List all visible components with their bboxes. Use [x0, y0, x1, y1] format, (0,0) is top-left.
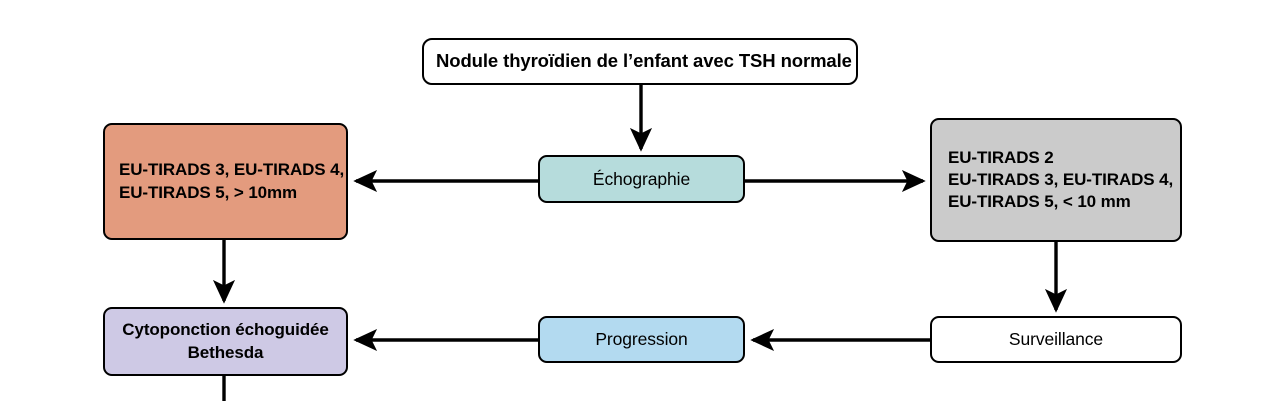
node-surveillance-label: Surveillance	[1008, 329, 1104, 350]
node-low-risk-line-3: EU-TIRADS 5, < 10 mm	[948, 192, 1131, 212]
node-cytoponction[interactable]: Cytoponction échoguidée Bethesda	[103, 307, 348, 376]
node-progression[interactable]: Progression	[538, 316, 745, 363]
node-low-risk[interactable]: EU-TIRADS 2 EU-TIRADS 3, EU-TIRADS 4, EU…	[930, 118, 1182, 242]
node-high-risk[interactable]: EU-TIRADS 3, EU-TIRADS 4, EU-TIRADS 5, >…	[103, 123, 348, 240]
node-start[interactable]: Nodule thyroïdien de l’enfant avec TSH n…	[422, 38, 858, 85]
node-low-risk-line-1: EU-TIRADS 2	[948, 147, 1054, 167]
node-high-risk-line-1: EU-TIRADS 3, EU-TIRADS 4,	[119, 160, 345, 180]
node-low-risk-line-2: EU-TIRADS 3, EU-TIRADS 4,	[948, 169, 1174, 189]
node-cytoponction-line-2: Bethesda	[187, 342, 264, 362]
node-cytoponction-line-1: Cytoponction échoguidée	[122, 320, 329, 340]
node-surveillance[interactable]: Surveillance	[930, 316, 1182, 363]
node-echographie[interactable]: Échographie	[538, 155, 745, 203]
node-start-label: Nodule thyroïdien de l’enfant avec TSH n…	[436, 50, 852, 72]
node-progression-label: Progression	[595, 329, 688, 350]
node-echographie-label: Échographie	[592, 168, 691, 189]
node-high-risk-line-2: EU-TIRADS 5, > 10mm	[119, 182, 298, 202]
